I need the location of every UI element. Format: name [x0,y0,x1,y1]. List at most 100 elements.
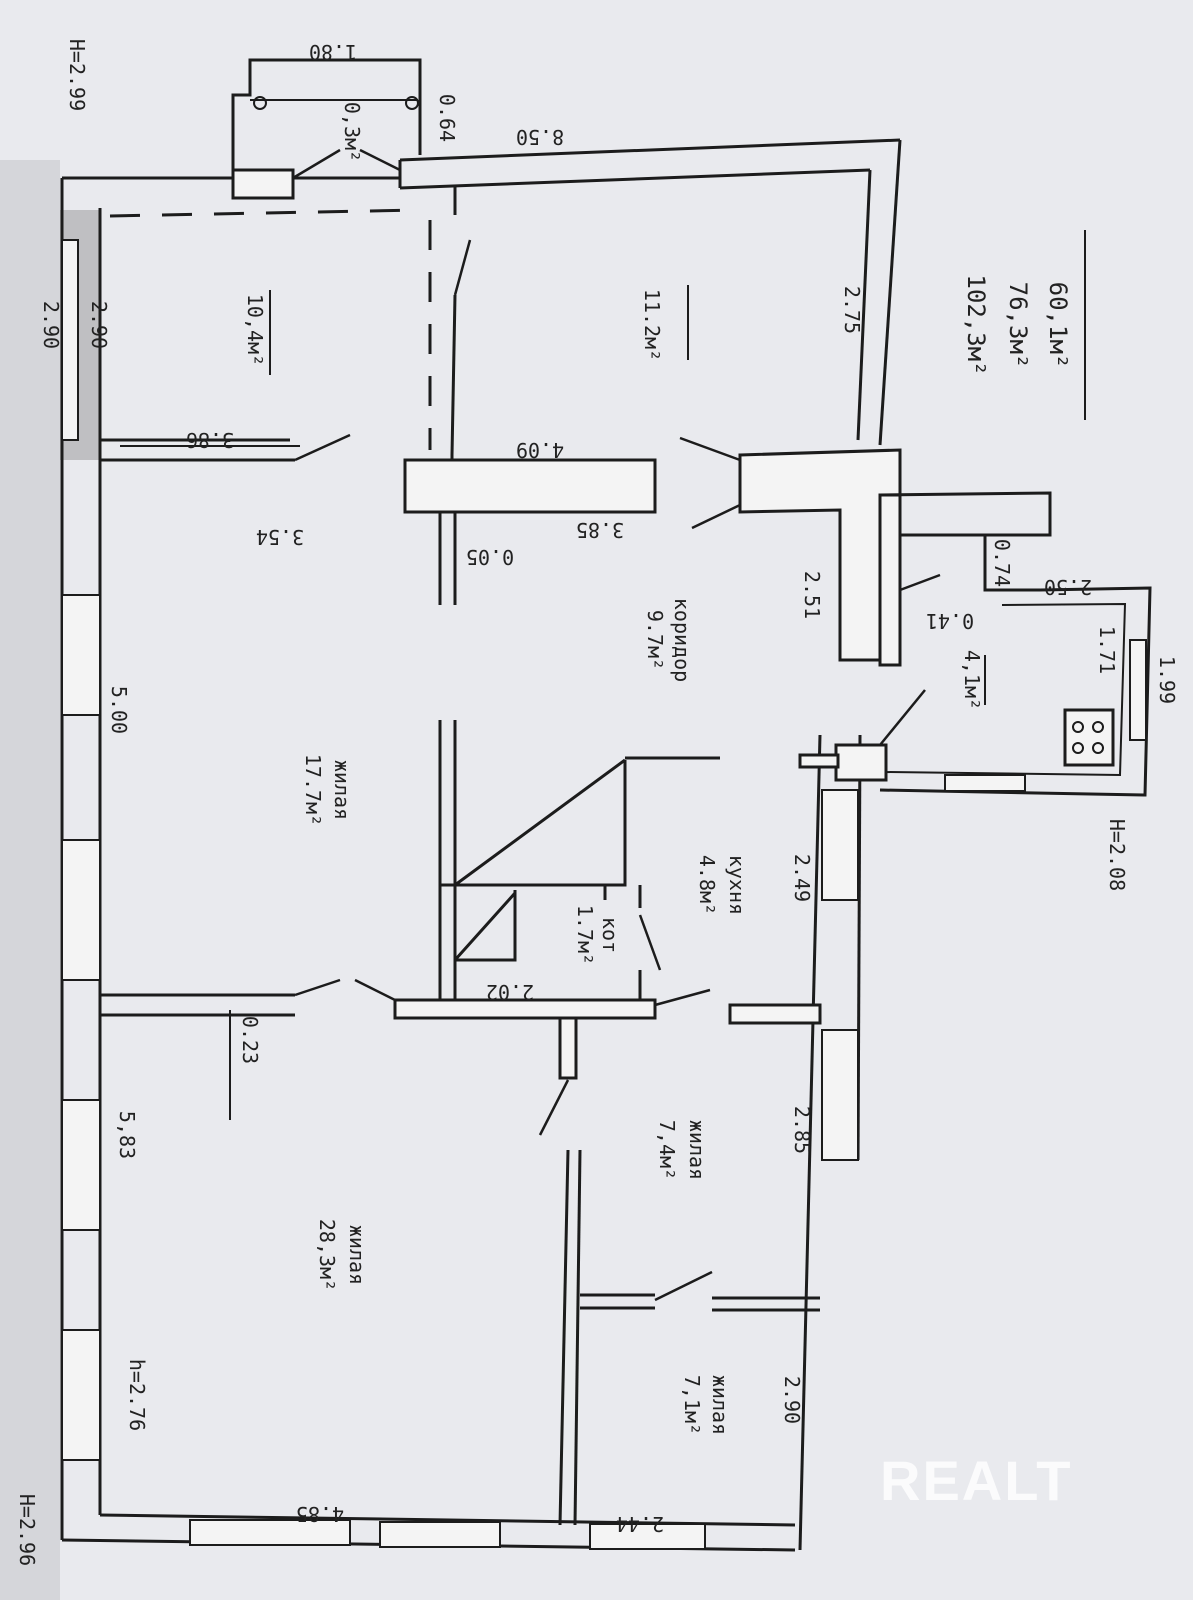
outer-wall-right-lower [798,734,822,1551]
side-dim-b: 1.71 [1095,626,1119,674]
living-small-name: жилая [708,1375,732,1435]
storage-door [292,148,341,180]
door [538,1079,570,1136]
wall-stub [834,743,888,782]
total-area-3: 102,3м² [962,274,990,375]
door [453,239,472,296]
storage-wall-stub [231,168,295,200]
height-top: H=2.99 [65,39,89,111]
windows-bottom [189,1519,706,1550]
realt-watermark: REALT [880,1449,1073,1512]
wall [565,883,607,900]
living-small-dim-b: 2.44 [616,1512,664,1536]
side-room-wall [879,491,1052,537]
wall-stub [798,753,840,769]
door [879,689,926,746]
living-left-name: жилая [330,760,354,820]
door [691,503,741,530]
room-top-left-length: 2.90 [87,301,111,349]
side-room-outline [879,535,1152,797]
living-big-name: жилая [345,1225,369,1285]
wall [573,1149,582,1526]
side-room-inner [884,602,1127,777]
boiler-dim: 2.02 [486,980,534,1004]
room-top-mid-area: 11.2м² [640,289,664,361]
window [61,1099,101,1231]
living-big-dim-c: 4.85 [296,1502,344,1526]
side-dim-a: 2.50 [1044,575,1092,599]
side-area: 4,1м² [960,650,984,710]
storage-area: 0,3м² [340,102,364,162]
outer-wall-top-inner [399,168,871,190]
wall [393,998,657,1020]
windows-left [61,239,101,1461]
door [679,436,741,462]
window [61,239,79,441]
living-big-dim-b: 0.23 [238,1016,262,1064]
living-left-dim-b: 5.00 [107,686,131,734]
room-top-mid-width: 4.09 [516,438,564,462]
window [1129,639,1147,741]
height-bottom: H=2.96 [15,1494,39,1566]
corridor-dim-c: 2.51 [800,571,824,619]
living-big-area: 28,3м² [315,1219,339,1291]
living-small-dim-a: 2.90 [780,1376,804,1424]
living-big-dim-a: 5,83 [115,1111,139,1159]
total-area-1: 60,1м² [1044,282,1072,369]
side-dim-e: 0.74 [990,539,1014,587]
corridor-name: коридор [670,598,694,682]
window [61,1329,101,1461]
door [354,978,396,1002]
outer-wall-right-inner [856,169,872,441]
storage-hinge [253,96,267,110]
corridor-dim-b: 0.05 [466,545,514,569]
stair-diagonal [453,891,517,962]
chimney [403,458,657,514]
room-top-left-width: 3.86 [186,428,234,452]
living-small-area: 7,1м² [680,1375,704,1435]
living-big-height: h=2.76 [125,1359,149,1431]
room-top-left-area: 10,4м² [243,294,267,366]
stair-lower [453,885,517,962]
total-area-2: 76,3м² [1004,282,1032,369]
window [944,774,1026,792]
stove [1063,708,1115,767]
storage-depth: 0.64 [435,94,459,142]
wall [450,294,457,456]
corridor-dim-a: 3.85 [576,518,624,542]
door [294,433,351,462]
living-left-dim-a: 3.54 [256,525,304,549]
living-mid-dim: 2.85 [790,1106,814,1154]
kitchen-area: 4.8м² [695,855,719,915]
interior-walls [100,185,1152,1526]
door [294,978,341,997]
stove-block [738,448,902,662]
living-mid-area: 7,4м² [655,1120,679,1180]
side-height: H=2.08 [1105,819,1129,891]
door [638,914,662,971]
side-dim-c: 1.99 [1155,656,1179,704]
outer-wall-top [399,138,901,162]
kitchen-name: кухня [725,855,749,915]
boiler-name: кот [598,917,622,953]
burner [1092,721,1104,733]
door [899,573,941,592]
storage-door [359,148,401,172]
window [589,1523,706,1550]
outer-top-width: 8.50 [516,125,564,149]
outer-walls [60,138,902,1552]
window [379,1521,501,1548]
kitchen-dim: 2.49 [790,854,814,902]
boiler-area: 1.7м² [573,905,597,965]
scan-shadow [0,160,60,1600]
room-top-mid-depth: 2.75 [840,286,864,334]
windows-right [821,789,859,1161]
storage-width: 1.80 [309,40,357,64]
stair-diagonal [454,758,626,887]
window [189,1519,351,1546]
side-dim-d: 0.41 [926,609,974,633]
outer-wall-right [878,139,902,446]
labels: 1.80 0,3м² 0.64 8.50 H=2.99 2.90 2.90 10… [15,39,1179,1566]
side-room-wall [878,493,902,667]
